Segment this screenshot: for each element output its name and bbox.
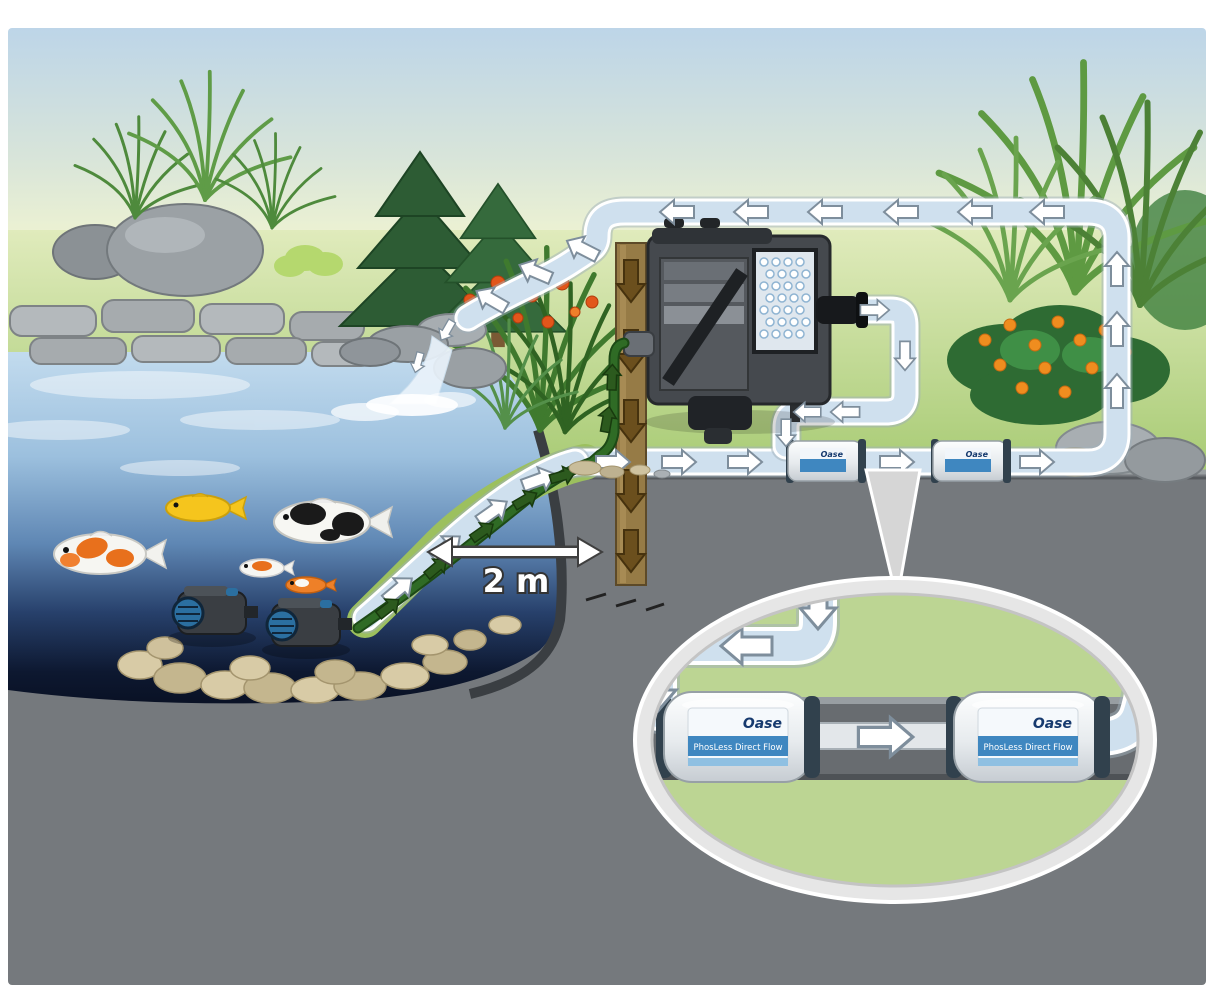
fish-eye: [63, 547, 69, 553]
fish-eye: [283, 514, 289, 520]
filter-handle: [700, 218, 720, 228]
inset-cartridge-2: Oase PhosLess Direct Flow: [946, 691, 1110, 783]
filter-unit: [623, 218, 868, 444]
filter-outlet-port: [816, 296, 860, 324]
filter-bio-chamber: [752, 248, 818, 354]
yellow-fish: [165, 493, 248, 522]
inset-ring-inner: [650, 592, 1140, 888]
island-rocks: [52, 203, 264, 297]
inset-pointer: [864, 468, 922, 601]
fish-eye: [244, 564, 248, 568]
pump-left: [168, 586, 258, 647]
inline-device-2: Oase: [931, 439, 1011, 483]
water-surface-highlights: [8, 371, 340, 476]
measurement-label: 2 m: [483, 562, 550, 600]
small-koi-2: [285, 576, 337, 594]
inset-cartridge-1-label: PhosLess Direct Flow: [693, 743, 782, 753]
inset-cartridge-2-brand: Oase: [1033, 716, 1072, 732]
inline-device-2-brand: Oase: [966, 450, 989, 459]
inline-device-1: Oase: [786, 439, 866, 483]
small-koi-1: [239, 558, 295, 578]
inset-cartridge-1-brand: Oase: [743, 716, 782, 732]
measurement-2m: 2 m: [426, 536, 604, 602]
fish-eye: [290, 581, 294, 585]
koi-white-orange: [53, 530, 168, 575]
inline-device-1-brand: Oase: [821, 450, 844, 459]
pump-right: [262, 598, 352, 659]
flower-bush: [947, 305, 1170, 425]
waterfall: [331, 313, 507, 421]
uvc-unit: [688, 396, 752, 430]
lawn-pebbles: [568, 460, 671, 479]
koi-black-white: [273, 497, 394, 544]
fish-eye: [173, 502, 179, 508]
ground-dashes: [585, 592, 665, 612]
willow-grass: [914, 62, 1206, 330]
inset-cartridge-2-label: PhosLess Direct Flow: [983, 743, 1072, 753]
filter-outlet-loop: [770, 294, 921, 462]
inset-cartridge-1: Oase PhosLess Direct Flow: [656, 691, 820, 783]
island-bush: [274, 245, 343, 277]
filter-lid: [652, 228, 772, 244]
filter-internal-pipe: [662, 268, 748, 386]
inset-ring: [637, 580, 1153, 900]
pond-bottom-pebbles: [117, 615, 522, 704]
